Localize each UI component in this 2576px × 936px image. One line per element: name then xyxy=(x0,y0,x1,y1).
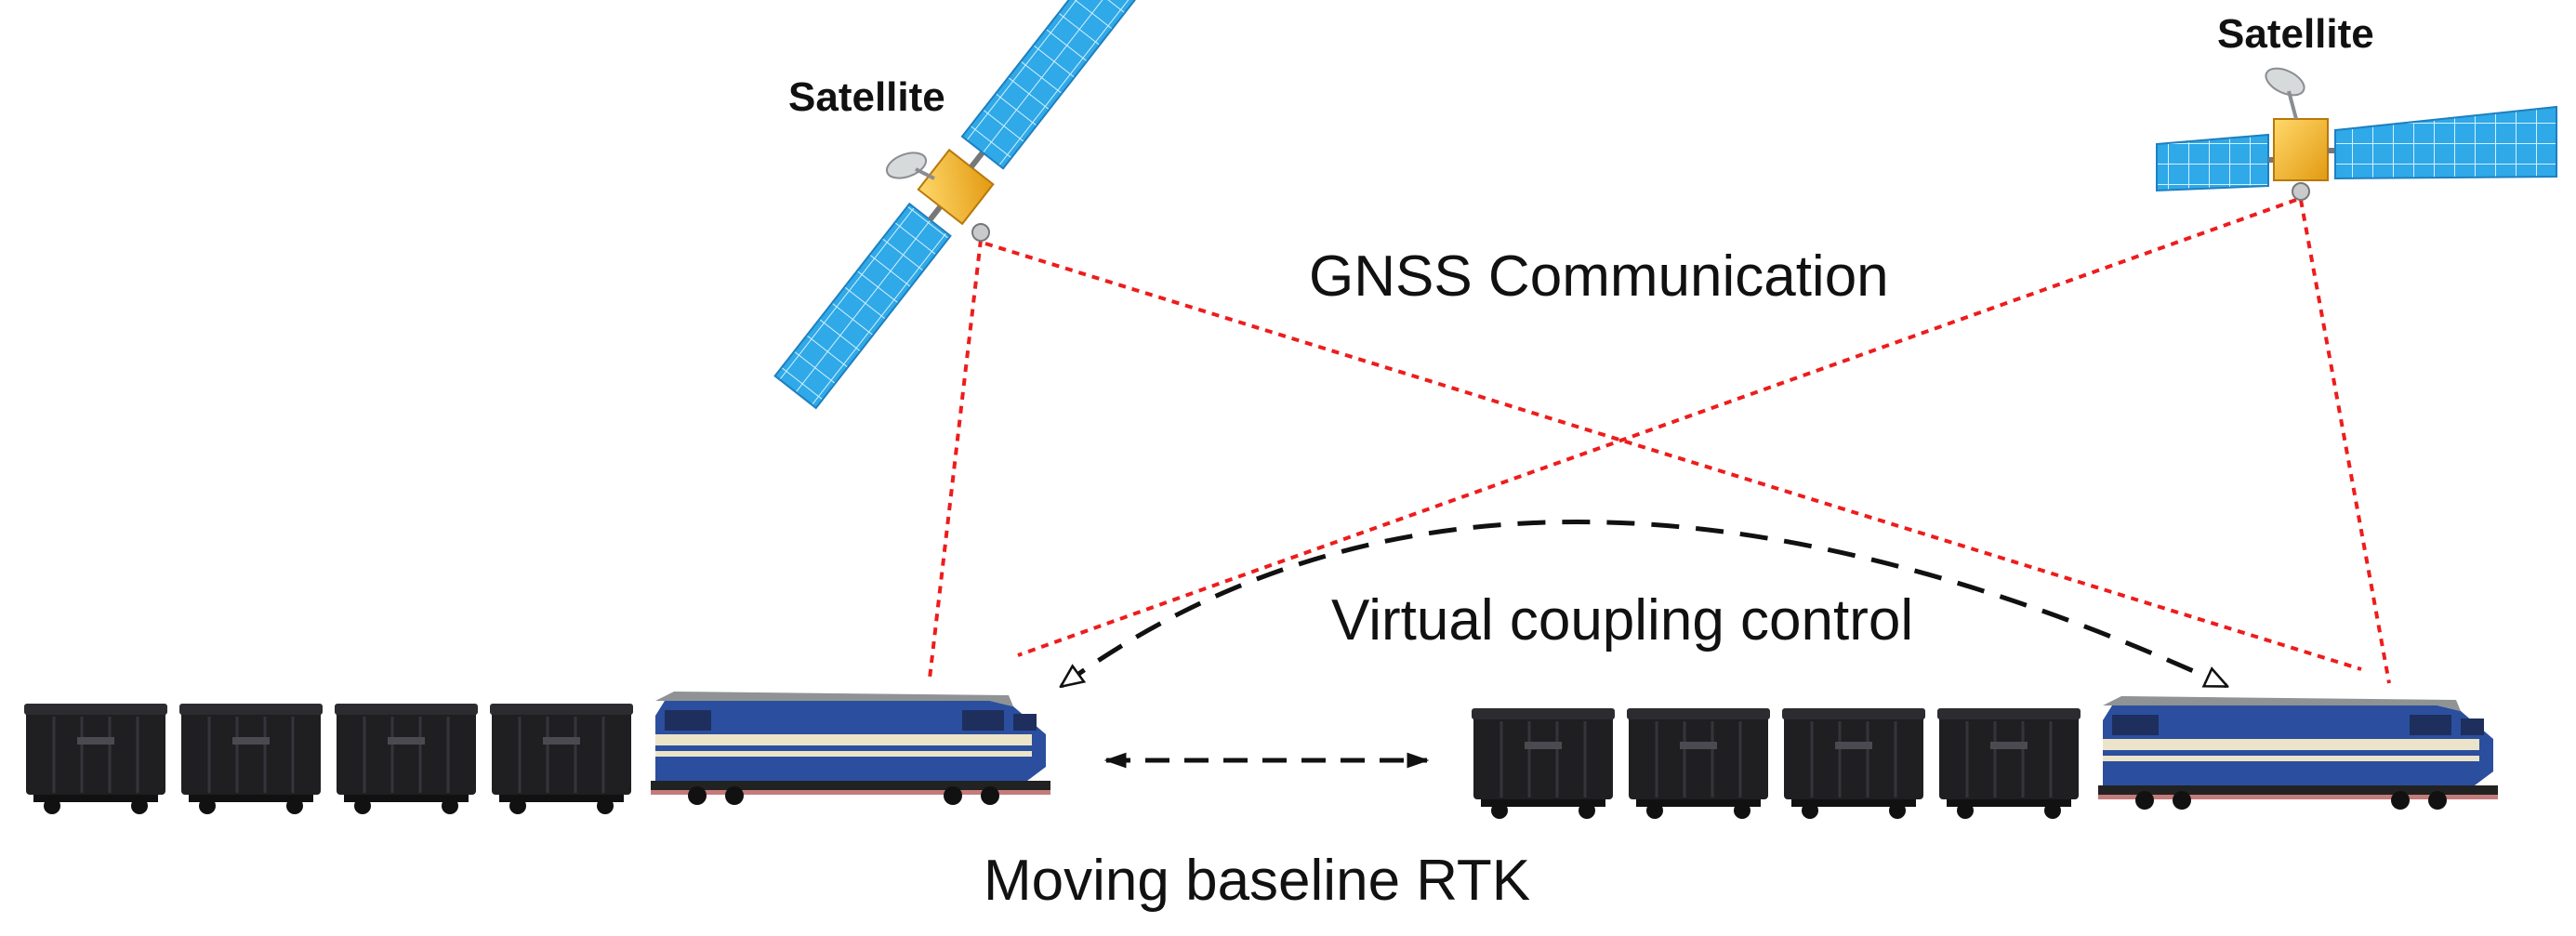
satellite-left-label: Satellite xyxy=(788,74,945,120)
train-left xyxy=(22,692,1050,816)
virtual-coupling-arrow xyxy=(1062,520,2226,687)
wagon xyxy=(22,702,169,816)
wagon xyxy=(1470,706,1617,821)
signal-line-left-sat-to-right-train xyxy=(984,242,2362,671)
satellite-left-icon xyxy=(773,0,1140,410)
wagon xyxy=(178,702,324,816)
virtual-coupling-label: Virtual coupling control xyxy=(1331,588,1914,653)
wagon xyxy=(1935,706,2082,821)
signal-line-right-sat-to-right-train xyxy=(2299,199,2391,684)
gnss-communication-label: GNSS Communication xyxy=(1309,244,1889,309)
locomotive xyxy=(2098,696,2498,810)
train-right xyxy=(1470,696,2498,821)
signal-line-left-sat-to-left-train xyxy=(928,239,983,679)
satellite-right-icon xyxy=(2156,67,2557,201)
wagon xyxy=(333,702,480,816)
locomotive xyxy=(651,692,1050,805)
moving-baseline-label: Moving baseline RTK xyxy=(984,849,1531,913)
wagon xyxy=(1625,706,1772,821)
satellite-right-label: Satellite xyxy=(2217,11,2374,57)
wagon xyxy=(488,702,635,816)
wagon xyxy=(1780,706,1927,821)
gnss-signal-lines xyxy=(928,198,2391,684)
signal-line-right-sat-to-left-train xyxy=(1017,198,2297,657)
